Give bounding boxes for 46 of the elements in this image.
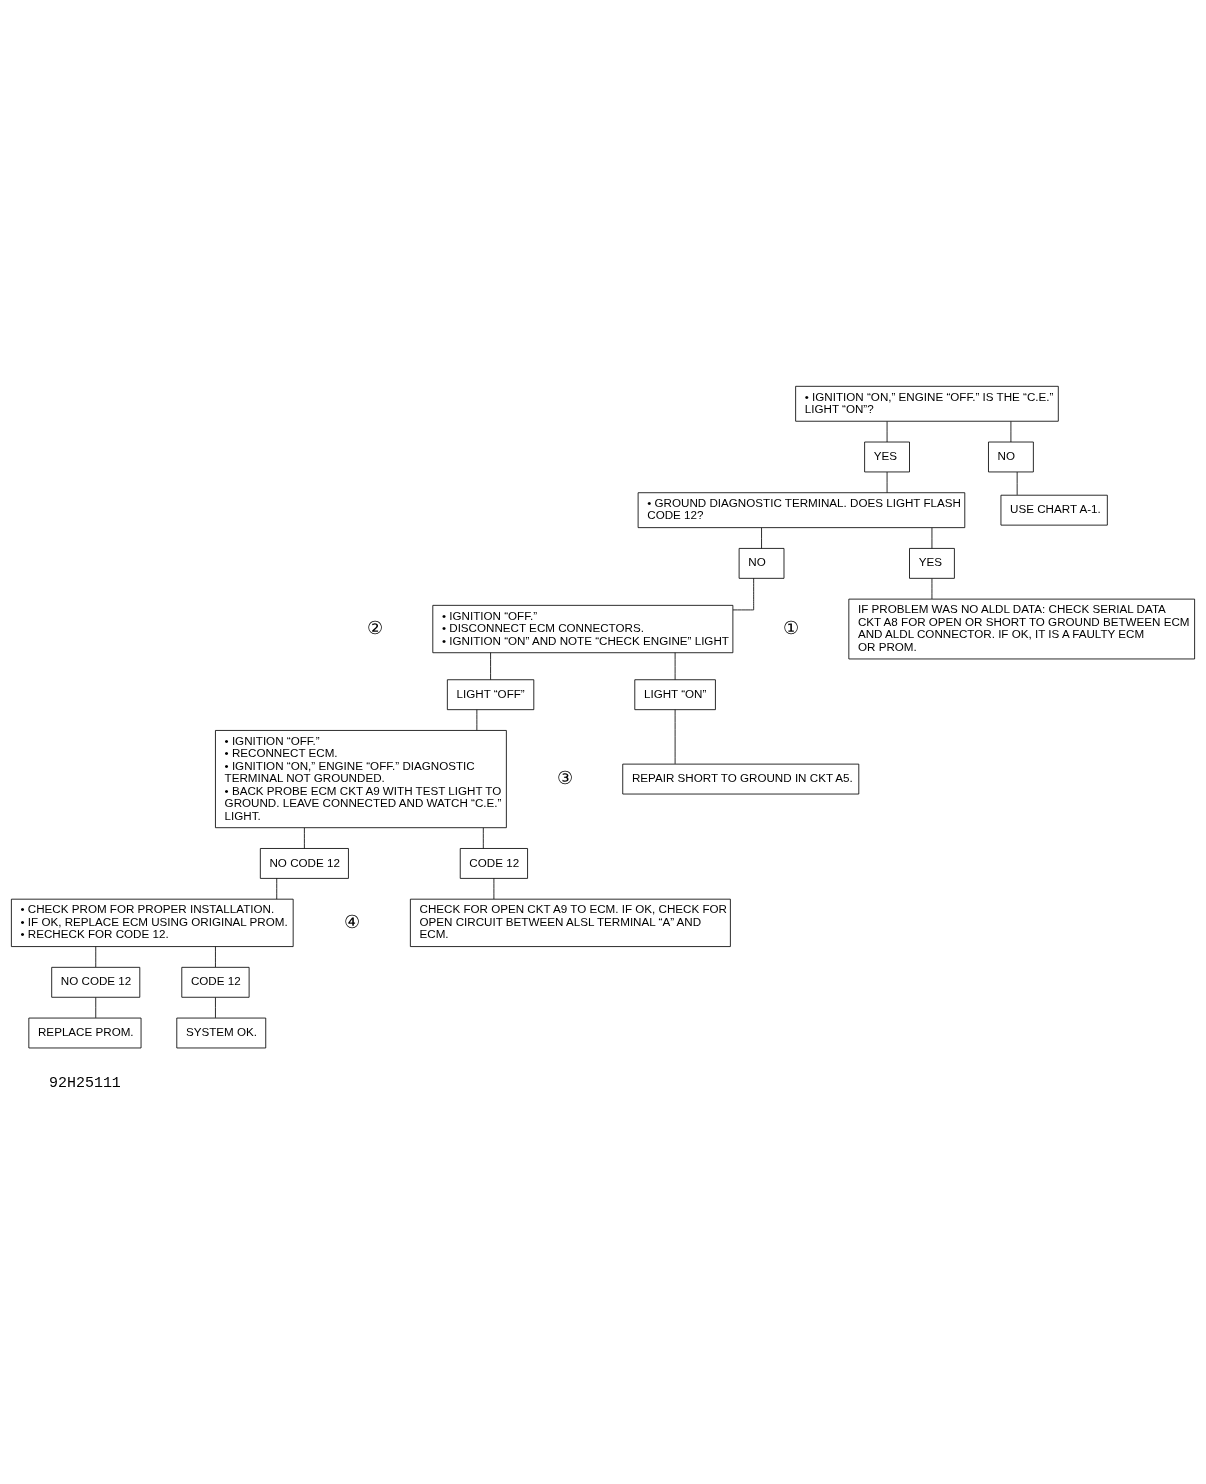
connector [493,877,495,899]
node-box: YES [864,441,910,472]
connector [490,651,491,680]
connector [931,577,933,599]
connector [674,708,676,764]
node-box: CODE 12 [181,966,250,998]
connector [476,708,478,731]
connector [886,420,888,442]
connector [1016,471,1018,495]
connector [931,526,933,549]
connector [886,471,888,493]
node-box: CODE 12 [459,847,528,879]
node-box: • CHECK PROM FOR PROPER INSTALLATION. • IF OK, REPLACE ECM USING ORIGINAL PROM. • RECHECK FOR CODE 12. [10,898,294,947]
node-box: USE CHART A-1. [1000,494,1108,526]
connector [761,526,762,549]
connector [482,827,484,849]
connector [732,577,755,610]
node-box: IF PROBLEM WAS NO ALDL DATA: CHECK SERIAL DATA CKT A8 FOR OPEN OR SHORT TO GROUND BETWEEN ECM AND ALDL CONNECTOR. IF OK, IT IS A FAULTY ECM OR PROM. [848,598,1196,659]
node-box: LIGHT “ON” [634,678,716,710]
node-box: • IGNITION “OFF.” • RECONNECT ECM. • IGNITION “ON,” ENGINE “OFF.” DIAGNOSTIC TERMINAL NOT GROUNDED. • BACK PROBE ECM CKT A9 WITH TEST LIGHT TO GROUND. LEAVE CONNECTED AND WATCH “C.E.” LIGHT. [215,729,507,828]
node-box: CHECK FOR OPEN CKT A9 TO ECM. IF OK, CHECK FOR OPEN CIRCUIT BETWEEN ALSL TERMINAL “A” AND ECM. [409,898,731,947]
node-box: NO [988,441,1034,472]
connector [674,651,676,680]
connector [215,945,216,967]
connector [215,996,216,1018]
node-box: NO CODE 12 [51,966,141,998]
node-box: YES [909,547,955,579]
node-box: • IGNITION “ON,” ENGINE “OFF.” IS THE “C.E.” LIGHT “ON”? [795,385,1059,422]
node-box: NO CODE 12 [259,847,349,879]
node-box: REPAIR SHORT TO GROUND IN CKT A5. [622,763,860,794]
node-label: ④ [343,910,360,932]
node-label: ③ [556,766,573,788]
connector [95,945,97,967]
node-box: REPLACE PROM. [28,1017,142,1048]
connector [1010,420,1012,442]
node-box: • GROUND DIAGNOSTIC TERMINAL. DOES LIGHT FLASH CODE 12? [637,491,966,528]
connector [303,827,305,849]
node-label: ① [782,616,799,638]
node-box: • IGNITION “OFF.” • DISCONNECT ECM CONNECTORS. • IGNITION “ON” AND NOTE “CHECK ENGINE” LIGHT [432,604,734,653]
label: 92H25111 [49,1074,121,1091]
node-box: SYSTEM OK. [176,1017,267,1048]
node-label: ② [367,616,384,638]
connector [276,877,278,899]
node-box: LIGHT “OFF” [446,678,535,710]
connector [95,996,97,1018]
node-box: NO [738,547,785,579]
